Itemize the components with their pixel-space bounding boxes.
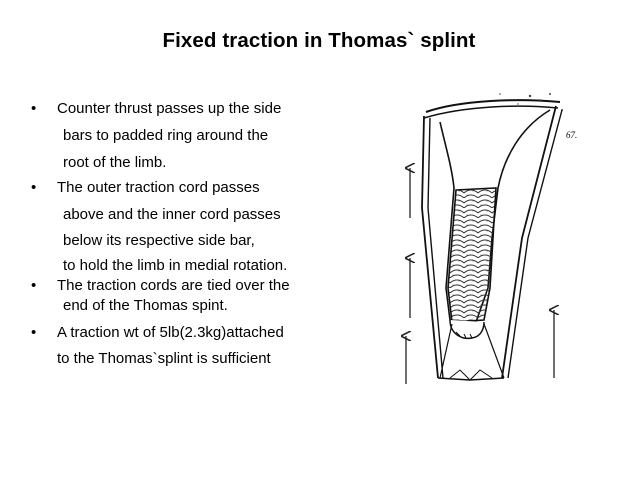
bandaged-leg: [447, 187, 497, 323]
traction-cords: [439, 323, 505, 379]
inner-side-bar: [501, 105, 557, 379]
bullet-2-line-3: below its respective side bar,: [63, 232, 255, 249]
foot: [449, 319, 485, 340]
bullet-2-line-1: The outer traction cord passes: [57, 179, 260, 196]
bullet-2-line-4: to hold the limb in medial rotation.: [63, 257, 288, 274]
padded-ring: [425, 99, 561, 113]
bullet-4-line-2: to the Thomas`splint is sufficient: [57, 350, 271, 367]
bullet-list: • Counter thrust passes up the side bars…: [31, 100, 290, 367]
figure-annotation: 67.: [566, 130, 577, 140]
bullet-1-line-3: root of the limb.: [63, 154, 167, 171]
bullet-marker: •: [31, 100, 37, 117]
outer-side-bar: [421, 115, 439, 379]
bullet-marker: •: [31, 324, 37, 341]
bullet-3-line-2: end of the Thomas spint.: [63, 297, 228, 314]
bullet-2-line-2: above and the inner cord passes: [63, 206, 281, 223]
bullet-4-line-1: A traction wt of 5lb(2.3kg)attached: [57, 324, 284, 341]
bullet-marker: •: [31, 277, 37, 294]
bullet-1-line-2: bars to padded ring around the: [63, 127, 269, 144]
thomas-splint-figure: 67.: [380, 88, 590, 403]
thomas-splint-drawing: 67.: [380, 93, 577, 384]
bullet-1-line-1: Counter thrust passes up the side: [57, 100, 282, 117]
bullet-marker: •: [31, 179, 37, 196]
slide-title: Fixed traction in Thomas` splint: [162, 29, 476, 52]
bullet-3-line-1: The traction cords are tied over the: [57, 277, 290, 294]
